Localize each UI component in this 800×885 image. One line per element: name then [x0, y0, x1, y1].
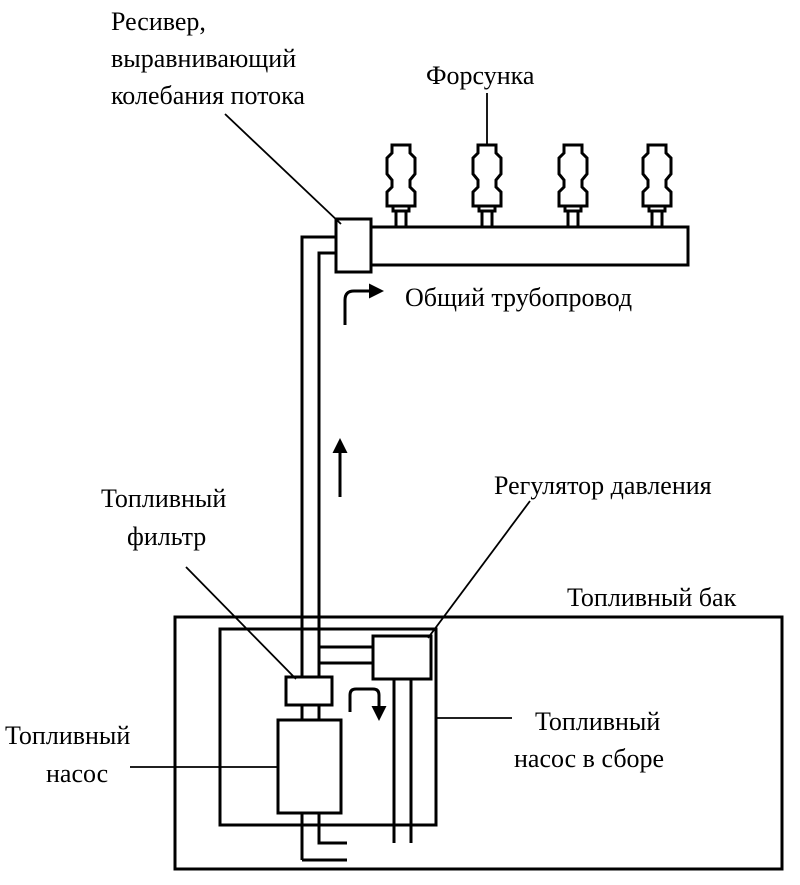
- fuel-supply-pipe: [300, 235, 336, 678]
- fuel-pump: [276, 718, 343, 815]
- label-receiver-3: колебания потока: [111, 81, 305, 110]
- injector: [641, 143, 673, 226]
- label-pump-assembly-1: Топливный: [535, 707, 660, 736]
- leader-filter: [185, 566, 297, 680]
- regulator-branch-pipe: [319, 645, 373, 665]
- label-receiver-1: Ресивер,: [111, 7, 206, 36]
- leader-regulator: [427, 500, 531, 639]
- flow-arrow-rail: [343, 283, 384, 325]
- pulsation-damper: [334, 217, 373, 274]
- injectors: [385, 143, 673, 226]
- injector: [471, 143, 503, 226]
- label-injector: Форсунка: [426, 61, 535, 90]
- label-fuel-pump-2: насос: [46, 759, 108, 788]
- pump-assembly-housing: [218, 627, 438, 827]
- pressure-regulator: [371, 634, 433, 681]
- filter-pump-connector: [300, 705, 321, 720]
- injector: [385, 143, 417, 226]
- label-pressure-regulator: Регулятор давления: [494, 471, 712, 500]
- label-fuel-tank: Топливный бак: [567, 583, 737, 612]
- label-fuel-pump-1: Топливный: [5, 721, 130, 750]
- flow-arrow-return: [348, 687, 387, 721]
- label-receiver-2: выравнивающий: [111, 44, 296, 73]
- label-pump-assembly-2: насос в сборе: [514, 744, 664, 773]
- label-fuel-filter-1: Топливный: [101, 484, 226, 513]
- leader-receiver: [224, 113, 342, 225]
- common-rail: [368, 225, 690, 267]
- injector: [557, 143, 589, 226]
- fuel-filter: [284, 675, 334, 707]
- pump-intake: [300, 813, 347, 862]
- label-common-rail: Общий трубопровод: [405, 283, 632, 312]
- label-fuel-filter-2: фильтр: [127, 522, 206, 551]
- fuel-tank: [173, 615, 784, 871]
- return-pipe: [392, 679, 413, 843]
